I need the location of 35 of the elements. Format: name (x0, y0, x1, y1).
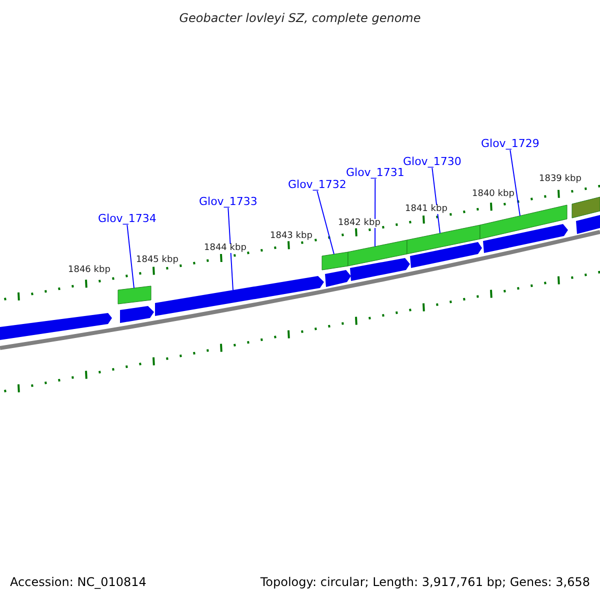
leader-line (228, 208, 234, 291)
gene-block (120, 306, 154, 323)
scale-label: 1843 kbp (270, 232, 312, 241)
scale-label: 1842 kbp (338, 219, 380, 228)
gene-label: Glov_1729 (481, 138, 540, 149)
cds-bar (572, 196, 600, 218)
scale-label: 1840 kbp (472, 190, 514, 199)
cds-bar (406, 224, 480, 254)
scale-label: 1846 kbp (68, 266, 110, 275)
gene-label: Glov_1731 (346, 167, 404, 178)
gene-block (155, 276, 324, 316)
accession-text: Accession: NC_010814 (10, 576, 146, 588)
leader-line (316, 190, 334, 255)
scale-label: 1839 kbp (539, 175, 582, 184)
cds-bar (118, 286, 152, 304)
gene-block (483, 224, 568, 253)
leader-line (126, 224, 134, 289)
gene-block (325, 270, 351, 287)
scale-label: 1845 kbp (136, 256, 178, 265)
cds-bar (322, 252, 348, 270)
cds-bar (480, 204, 568, 240)
gene-block (410, 242, 482, 268)
gene-block (0, 313, 112, 340)
genome-info-text: Topology: circular; Length: 3,917,761 bp; Genes: 3,658 (260, 576, 590, 588)
diagram-title: Geobacter lovleyi SZ, complete genome (178, 12, 422, 24)
gene-label: Glov_1734 (98, 213, 156, 224)
gene-block (350, 258, 410, 281)
scale-label: 1844 kbp (204, 244, 246, 253)
leader-line (374, 178, 376, 247)
scale-label: 1841 kbp (405, 205, 448, 214)
gene-label: Glov_1732 (288, 179, 346, 190)
gene-label: Glov_1733 (199, 196, 258, 207)
gene-block (576, 215, 600, 234)
gene-label: Glov_1730 (403, 156, 462, 167)
leader-line (510, 150, 520, 216)
